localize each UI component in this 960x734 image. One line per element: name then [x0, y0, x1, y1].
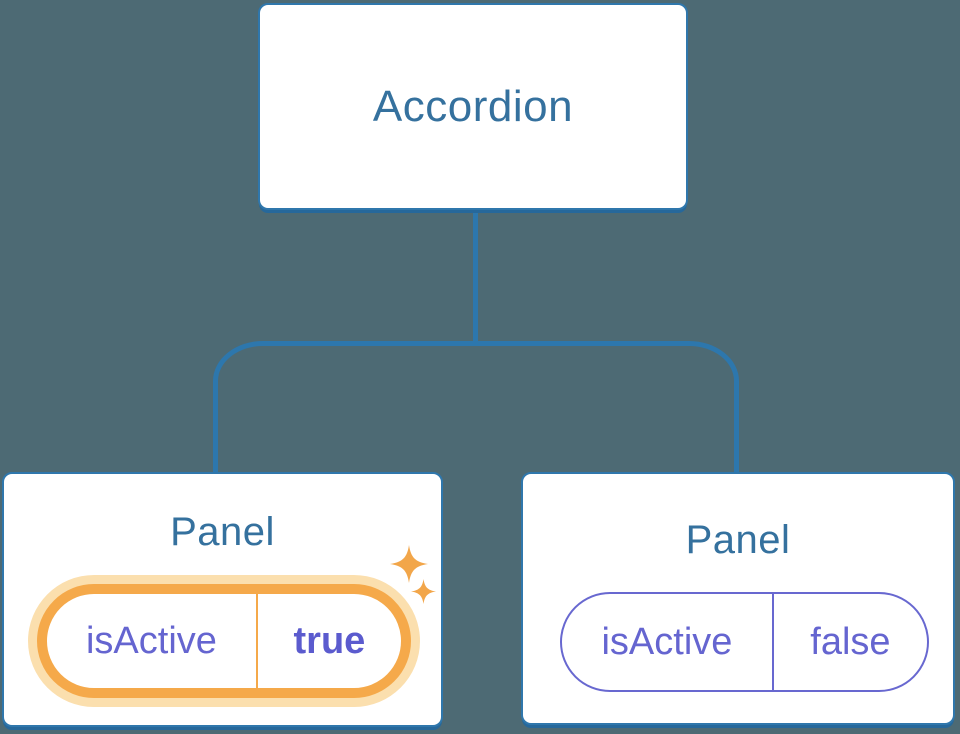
panel-title: Panel — [685, 518, 791, 562]
connector-stem — [473, 209, 478, 344]
state-key-label: isActive — [85, 619, 217, 662]
pill-divider — [771, 594, 774, 690]
pill-divider — [255, 594, 258, 688]
state-key-label: isActive — [601, 620, 733, 663]
panel-node-inactive: Panel isActive false — [521, 472, 955, 725]
state-value-label: true — [293, 619, 366, 662]
state-pill-active: isActive true — [37, 584, 411, 698]
sparkle-icon — [390, 545, 428, 583]
sparkle-icon — [411, 579, 436, 604]
panel-node-active: Panel isActive true — [2, 472, 443, 727]
connector-bracket — [213, 341, 739, 472]
accordion-node: Accordion — [258, 3, 688, 210]
panel-title: Panel — [170, 510, 275, 554]
state-value-label: false — [810, 620, 891, 663]
state-pill-inactive: isActive false — [560, 592, 929, 692]
accordion-title: Accordion — [372, 81, 574, 131]
